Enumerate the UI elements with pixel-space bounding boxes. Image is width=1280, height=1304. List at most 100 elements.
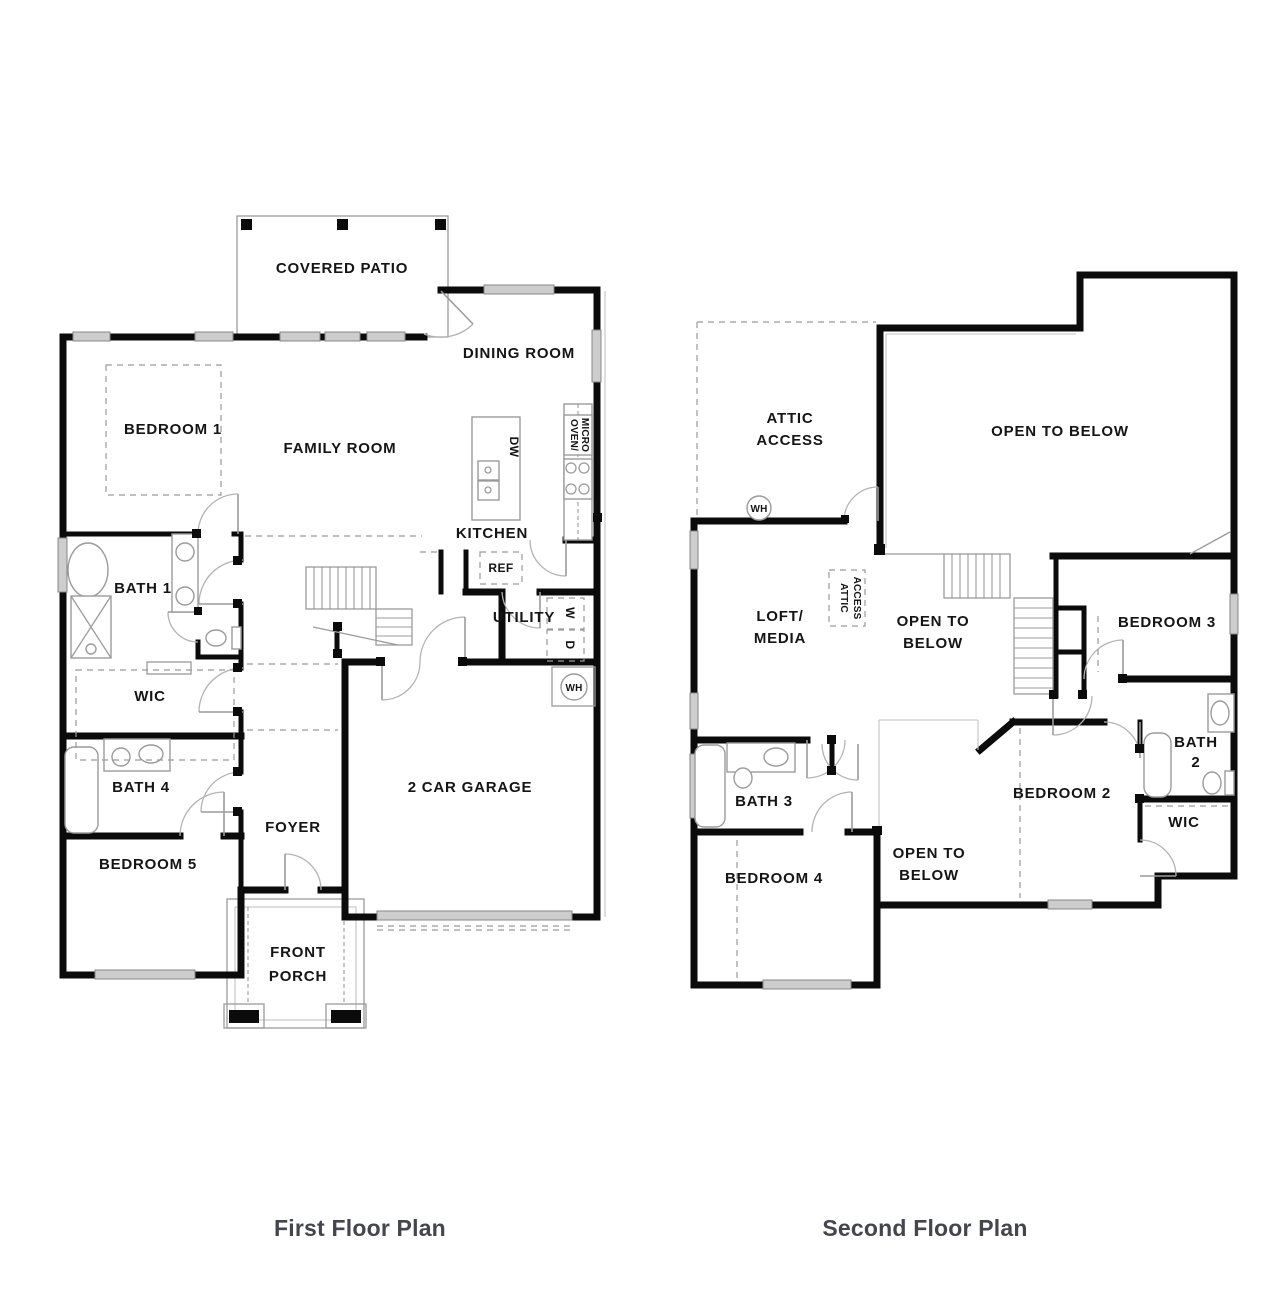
appliance-label-wh: WH (750, 504, 767, 515)
window (762, 979, 852, 990)
room-label-garage: 2 CAR GARAGE (408, 779, 533, 796)
bath1-tub (67, 542, 109, 598)
kitchen-sink (477, 480, 500, 501)
first-floor-walls (59, 286, 601, 979)
first-floor-caption: First Floor Plan (274, 1215, 446, 1241)
room-label-wic: WIC (134, 688, 166, 705)
room-label-front-porch: FRONT (270, 944, 326, 961)
window (1229, 593, 1239, 635)
first-floor-doors (167, 290, 567, 891)
room-label-open-to-below-lower: OPEN TO (893, 845, 966, 862)
patio-door (440, 290, 474, 325)
window (194, 331, 234, 342)
room-label-bedroom-4: BEDROOM 4 (725, 870, 823, 887)
second-floor-stairs (878, 333, 1231, 832)
second-floor-caption: Second Floor Plan (822, 1215, 1027, 1241)
toilet (1202, 771, 1222, 795)
window (689, 692, 699, 730)
bath2-tub (1143, 732, 1172, 798)
first-floor-stairs (305, 566, 413, 658)
room-label-bedroom-1: BEDROOM 1 (124, 421, 222, 438)
svg-text:MICRO: MICRO (579, 418, 590, 452)
appliance-label-wh: WH (565, 683, 582, 694)
svg-text:ACCESS: ACCESS (756, 432, 823, 449)
room-label-attic-access: ATTIC (766, 410, 813, 427)
window (689, 530, 699, 570)
cooktop (563, 458, 593, 500)
appliance-label-washer: W (563, 607, 577, 619)
sink (175, 586, 195, 606)
window (324, 331, 361, 342)
room-label-bath-3: BATH 3 (735, 793, 793, 810)
second-floor-walls (690, 271, 1238, 989)
room-label-open-to-below-main: OPEN TO BELOW (991, 423, 1129, 440)
window (94, 969, 196, 980)
first-floor-windows (57, 284, 602, 980)
window (591, 329, 602, 383)
room-label-bath-4: BATH 4 (112, 779, 170, 796)
room-label-wic-2: WIC (1168, 814, 1200, 831)
sink (175, 542, 195, 562)
room-label-covered-patio: COVERED PATIO (276, 260, 408, 277)
room-label-loft-media: LOFT/ (756, 608, 803, 625)
bedroom1-bed-outline (105, 364, 222, 496)
sink (763, 747, 789, 767)
toilet (111, 747, 131, 767)
front-porch-structure (223, 898, 367, 1029)
garage-door (376, 910, 573, 921)
second-floor-plan: ATTIC ACCESS OPEN TO BELOW WH LOFT/ MEDI… (689, 271, 1239, 990)
room-label-dining-room: DINING ROOM (463, 345, 575, 362)
svg-text:PORCH: PORCH (269, 968, 327, 985)
room-label-utility: UTILITY (493, 609, 555, 626)
label-attic-access-hatch: ATTIC (838, 583, 849, 613)
room-label-kitchen: KITCHEN (456, 525, 528, 542)
window (366, 331, 406, 342)
room-label-family-room: FAMILY ROOM (284, 440, 397, 457)
first-floor-plan: COVERED PATIO DINING ROOM BEDROOM 1 FAMI… (57, 215, 606, 1029)
first-floor-wall-nodes (192, 513, 602, 816)
bath4-tub (64, 746, 99, 834)
attic-access-region (696, 321, 876, 519)
window (72, 331, 111, 342)
sink (1210, 700, 1230, 726)
svg-text:2: 2 (1191, 754, 1200, 771)
svg-text:MEDIA: MEDIA (754, 630, 806, 647)
room-label-foyer: FOYER (265, 819, 321, 836)
window (1047, 899, 1093, 910)
porch-column (223, 1003, 265, 1029)
appliance-label-oven-micro: OVEN/ (568, 419, 579, 451)
room-label-bedroom-5: BEDROOM 5 (99, 856, 197, 873)
porch-column (325, 1003, 367, 1029)
attic-access-hatch (828, 569, 866, 627)
first-floor-fixtures (64, 403, 596, 834)
room-label-bath-2: BATH (1174, 734, 1218, 751)
appliance-label-dw: DW (507, 437, 521, 458)
water-heater (746, 495, 772, 521)
appliance-label-ref: REF (488, 561, 513, 575)
room-label-open-to-below-stairs: OPEN TO (897, 613, 970, 630)
svg-text:BELOW: BELOW (903, 635, 963, 652)
second-floor-fixtures (694, 495, 1235, 828)
window (57, 537, 68, 593)
oven-micro-cabinet (563, 414, 593, 456)
window (483, 284, 555, 295)
window (279, 331, 321, 342)
toilet (733, 767, 753, 789)
bath3-tub (694, 744, 726, 828)
refrigerator-space (479, 551, 523, 585)
patio-post (241, 219, 252, 230)
room-label-bath-1: BATH 1 (114, 580, 172, 597)
second-floor-wall-nodes (827, 515, 1144, 835)
svg-text:BELOW: BELOW (899, 867, 959, 884)
water-heater (560, 673, 588, 701)
sink (138, 744, 164, 764)
appliance-label-dryer: D (563, 640, 577, 649)
kitchen-sink (477, 460, 500, 481)
toilet (205, 629, 227, 647)
room-label-bedroom-3: BEDROOM 3 (1118, 614, 1216, 631)
svg-text:ACCESS: ACCESS (851, 577, 862, 620)
room-label-bedroom-2: BEDROOM 2 (1013, 785, 1111, 802)
patio-post (435, 219, 446, 230)
